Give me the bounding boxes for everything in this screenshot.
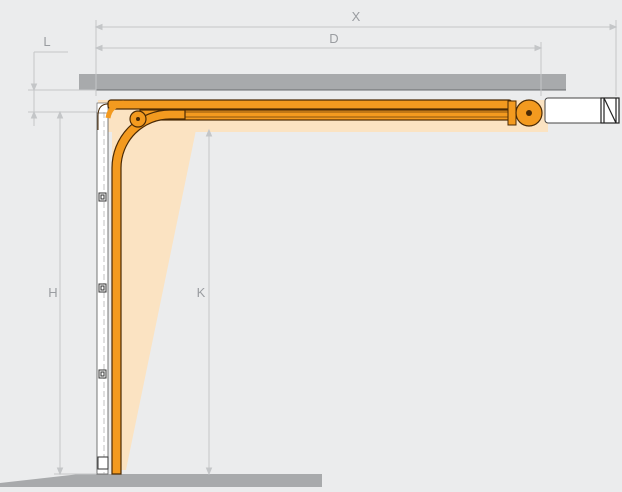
door-glow: [98, 100, 548, 470]
floor: [0, 474, 322, 487]
label-d: D: [329, 31, 338, 46]
dimension-lines: [28, 20, 618, 476]
label-x: X: [352, 9, 361, 24]
label-l: L: [43, 34, 50, 49]
door-panel: [96, 102, 109, 475]
label-k: K: [197, 285, 206, 300]
ceiling: [79, 74, 566, 90]
door-hinges: [97, 192, 109, 470]
label-h: H: [48, 285, 57, 300]
top-roller: [129, 110, 147, 128]
operator-box: [544, 97, 620, 124]
spring-drum: [507, 99, 543, 127]
